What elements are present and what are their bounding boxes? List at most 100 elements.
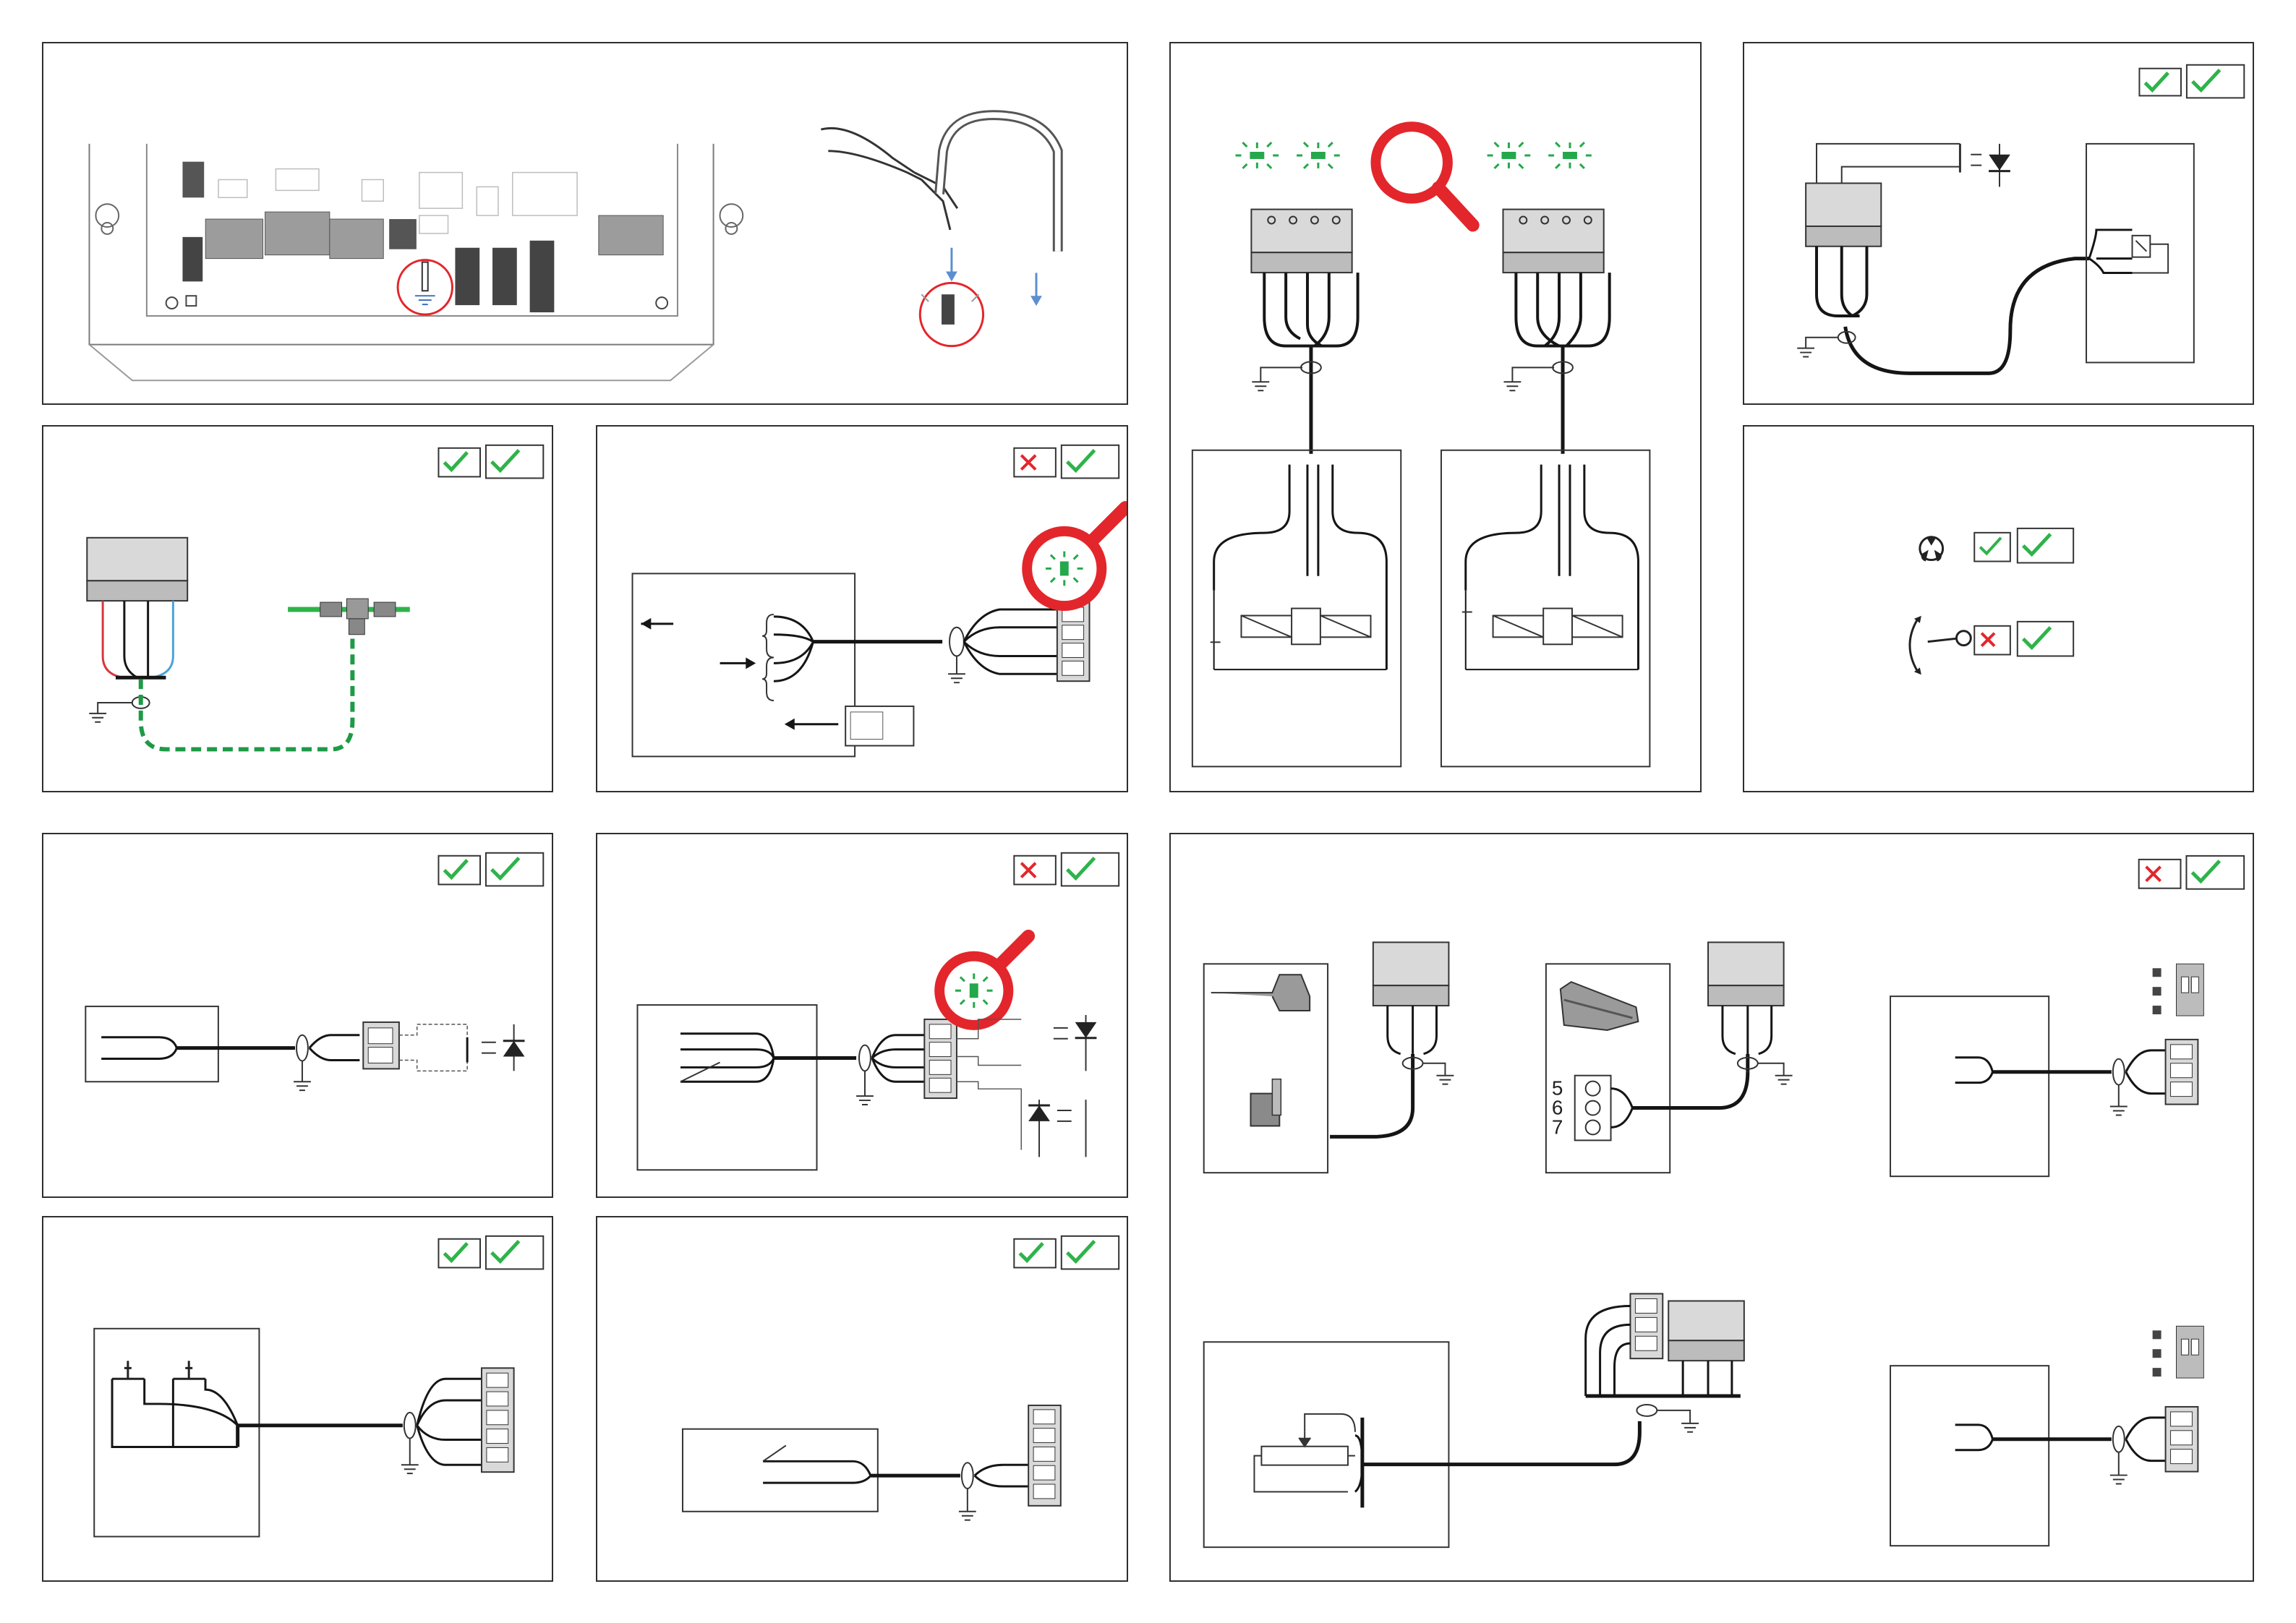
keyhole-right	[720, 204, 743, 234]
badges-row-2	[1974, 622, 2073, 656]
ground-icon	[2110, 1452, 2128, 1484]
cable-s1	[1330, 1054, 1413, 1137]
blue-wire	[152, 601, 174, 677]
connector-b	[492, 248, 517, 305]
diode-icon	[1971, 144, 2010, 187]
switch-contact	[680, 1062, 720, 1082]
ground-icon	[294, 1061, 311, 1090]
ground-icon	[959, 1489, 976, 1520]
diode-icon	[1028, 1100, 1085, 1157]
fan-icon	[1920, 536, 1943, 561]
device-box	[637, 1005, 816, 1170]
device-box-upper	[1890, 996, 2049, 1176]
status-badges	[1014, 853, 1119, 886]
ground-icon	[1657, 1410, 1699, 1432]
multi-switch-drawing	[43, 1217, 552, 1580]
terminal-block-4	[599, 215, 663, 255]
device-box-lower	[1890, 1366, 2049, 1546]
earth-point-highlight	[398, 260, 452, 314]
wiring-right	[1516, 273, 1609, 346]
relay-left	[1241, 609, 1370, 645]
terminal-block-2pole	[363, 1022, 399, 1069]
device-box	[85, 1006, 218, 1082]
screw-hole-right	[656, 297, 667, 309]
relay-right	[1493, 609, 1623, 645]
panel-relay-output	[1743, 42, 2254, 405]
housing-bottom	[90, 345, 714, 381]
terminal-block-upper	[2166, 1040, 2198, 1105]
terminal-block-lower	[2166, 1407, 2198, 1472]
terminal-block-s2	[1708, 942, 1784, 1006]
relay-output-drawing	[1744, 43, 2253, 403]
dip-switch-lower	[2153, 1326, 2204, 1378]
cable	[238, 1426, 403, 1447]
connector-c	[530, 241, 555, 312]
signal-wires	[1817, 144, 1960, 184]
status-badges	[438, 1236, 543, 1269]
panel-io-led	[596, 425, 1128, 792]
terminal-block-left	[1251, 210, 1352, 273]
terminal-block	[1806, 183, 1881, 246]
led-slot	[186, 296, 196, 306]
ground-icon	[1797, 338, 1838, 357]
status-badges	[438, 853, 543, 886]
t-connector	[320, 599, 396, 635]
terminal-block-2	[265, 212, 330, 255]
panel-network-leds	[1169, 42, 1702, 792]
io-led-drawing	[597, 427, 1127, 791]
dip-switch	[182, 162, 204, 198]
status-badges	[438, 445, 543, 479]
clamp-highlight	[920, 283, 983, 346]
ground-icon	[1252, 367, 1302, 390]
panel-board-overview	[42, 42, 1128, 405]
led-icon	[955, 973, 993, 1008]
temperature-sensor	[1211, 975, 1310, 1011]
bus-daisy-chain-drawing	[43, 427, 552, 791]
status-badges	[1014, 1236, 1119, 1269]
switch-led-drawing	[597, 834, 1127, 1196]
terminal-block-vertical	[1028, 1405, 1061, 1506]
cable-sheath	[939, 115, 1058, 251]
pushbutton-1	[112, 1361, 145, 1379]
panel-sensors: 5 6 7	[1169, 833, 2254, 1582]
network-leds-drawing	[1171, 43, 1700, 791]
resistor-box	[1204, 1342, 1449, 1547]
potentiometer	[1254, 1414, 1354, 1492]
screw-terminal	[1575, 1076, 1611, 1141]
dip-switch-upper	[2153, 964, 2204, 1016]
device-box	[683, 1429, 878, 1512]
keyhole-left	[95, 204, 119, 234]
panel-multi-switch	[42, 1216, 553, 1582]
panel-single-switch	[596, 1216, 1128, 1582]
ground-icon	[1503, 367, 1554, 390]
ground-icon	[1423, 1063, 1454, 1084]
switch-contact	[763, 1445, 786, 1461]
terminal-block-vertical	[924, 1019, 957, 1098]
magnifier-icon	[939, 936, 1028, 1025]
pressure-sensor	[1561, 982, 1639, 1030]
terminal-block-vertical	[1057, 602, 1090, 681]
terminal-block-1	[205, 219, 263, 259]
magnifier-icon	[1375, 127, 1472, 225]
terminal-block-resistor	[1668, 1301, 1744, 1361]
display-icon	[845, 706, 913, 746]
cable-fanout	[1817, 247, 1866, 316]
magnifier-icon	[1027, 508, 1125, 606]
sensors-drawing: 5 6 7	[1171, 834, 2253, 1580]
status-badges	[2139, 65, 2244, 98]
brackets	[762, 614, 774, 701]
ground-icon	[2110, 1085, 2128, 1115]
ground-icon	[856, 1071, 874, 1105]
connector-mid	[389, 219, 417, 249]
ground-icon	[401, 1439, 419, 1474]
terminal-block-s1	[1373, 942, 1449, 1006]
led-icon	[1236, 142, 1592, 168]
terminal-block-vertical	[482, 1368, 514, 1472]
terminal-block-right	[1503, 210, 1603, 273]
screw-hole-left	[166, 297, 178, 309]
cable-resistor	[1362, 1421, 1640, 1465]
panel-digital-input	[42, 833, 553, 1198]
status-badges	[1014, 445, 1119, 479]
terminal-block	[87, 538, 187, 601]
panel-fan-knob	[1743, 425, 2254, 792]
